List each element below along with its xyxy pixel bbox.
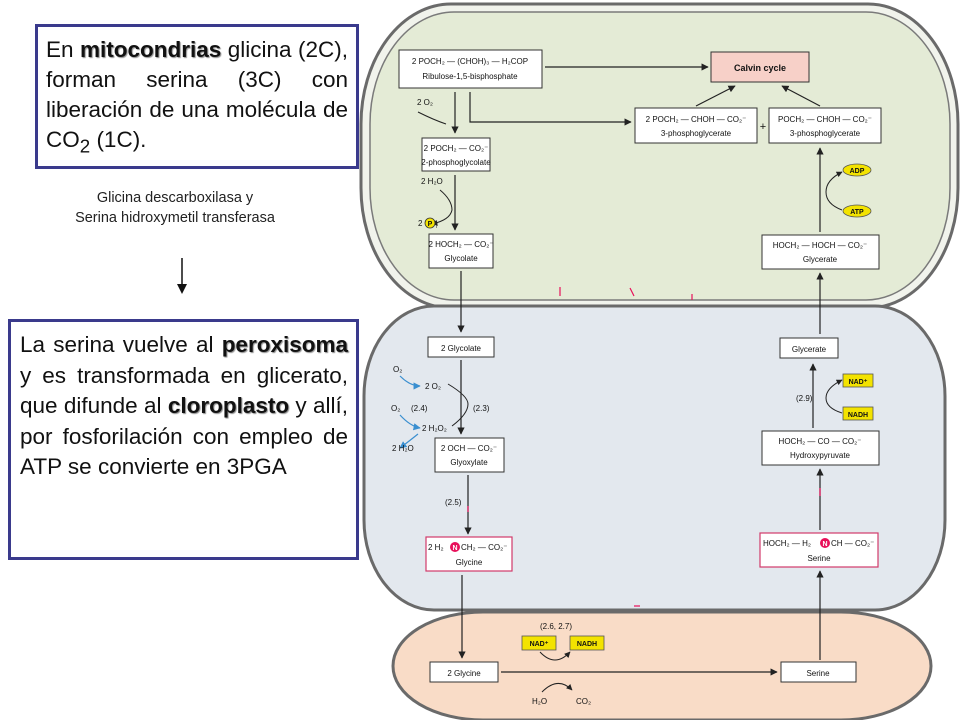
rubp-name: Ribulose-1,5-bisphosphate <box>422 72 518 81</box>
hydroxypyruvate-box: HOCH₂ — CO — CO₂⁻ Hydroxypyruvate <box>761 430 880 466</box>
nad-badge-peroxisome: NAD⁺ <box>842 373 874 388</box>
glycolate-formula: 2 HOCH₂ — CO₂⁻ <box>428 240 493 249</box>
o2-b-label: O₂ <box>391 404 400 413</box>
serine-box-peroxisome: HOCH₂ — H₂ N CH — CO₂⁻ Serine <box>759 532 879 568</box>
glyoxylate-box: 2 OCH — CO₂⁻ Glyoxylate <box>434 437 505 473</box>
serine-mito-label: Serine <box>806 669 830 678</box>
glyoxylate-name: Glyoxylate <box>450 458 488 467</box>
glycine-nitrogen: N <box>452 545 457 552</box>
glycine-formula-end: CH₂ — CO₂⁻ <box>461 543 507 552</box>
atp-label: ATP <box>850 209 864 216</box>
o2-a-label: O₂ <box>393 365 402 374</box>
note-bottom-text-3: y allí, por fosforilación con empleo de … <box>20 393 348 479</box>
h2o2-label: 2 H₂O₂ <box>422 424 447 433</box>
nadh-peroxisome-label: NADH <box>848 412 868 419</box>
pga1-name: 3-phosphoglycerate <box>661 129 732 138</box>
pga-box-1: 2 POCH₂ — CHOH — CO₂⁻ 3-phosphoglycerate <box>634 107 758 144</box>
down-arrow-icon <box>177 258 187 294</box>
pg-formula: 2 POCH₂ — CO₂⁻ <box>424 144 489 153</box>
glycerate-formula: HOCH₂ — HOCH — CO₂⁻ <box>773 241 867 250</box>
peroxisoma-keyword: peroxisoma <box>221 332 348 357</box>
serine-formula-end: CH — CO₂⁻ <box>831 539 874 548</box>
pga1-formula: 2 POCH₂ — CHOH — CO₂⁻ <box>646 115 747 124</box>
enzyme-caption-line-2: Serina hidroxymetil transferasa <box>75 210 275 226</box>
enzyme-2-6-2-7: (2.6, 2.7) <box>540 622 572 631</box>
co2-mito-label: CO₂ <box>576 697 591 706</box>
note-top-text-3: (1C). <box>90 127 147 152</box>
nad-mito-label: NAD⁺ <box>530 641 549 648</box>
note-top-text-2: glicina (2C), forman serina (3C) con lib… <box>46 37 348 152</box>
note-top-subscript: 2 <box>79 135 91 157</box>
hp-formula: HOCH₂ — CO — CO₂⁻ <box>779 437 862 446</box>
pi-badge: P i <box>424 217 437 230</box>
nad-peroxisome-label: NAD⁺ <box>849 379 868 386</box>
adp-label: ADP <box>850 168 865 175</box>
enzyme-caption: Glicina descarboxilasa y Serina hidroxym… <box>20 188 330 228</box>
note-top-text-1: En <box>46 37 80 62</box>
glycolate-box-peroxisome: 2 Glycolate <box>427 336 495 358</box>
calvin-cycle-box: Calvin cycle <box>710 51 810 83</box>
glycine-name: Glycine <box>456 558 483 567</box>
pi-count: 2 <box>418 219 423 228</box>
glycerate-peroxisome-label: Glycerate <box>792 345 827 354</box>
atp-badge: ATP <box>842 204 872 218</box>
serine-formula-start: HOCH₂ — H₂ <box>763 539 811 548</box>
glycolate-box-chloroplast: 2 HOCH₂ — CO₂⁻ Glycolate <box>428 233 494 269</box>
cloroplasto-keyword: cloroplasto <box>167 393 290 418</box>
pga2-formula: POCH₂ — CHOH — CO₂⁻ <box>778 115 872 124</box>
glycine-box-mito: 2 Glycine <box>429 661 499 683</box>
membrane-marks <box>467 287 821 607</box>
glycerate-box-peroxisome: Glycerate <box>779 337 839 359</box>
pi-label: P <box>428 221 433 228</box>
glycolate-name: Glycolate <box>444 254 478 263</box>
pga2-name: 3-phosphoglycerate <box>790 129 861 138</box>
mitochondria-note: En mitocondrias glicina (2C), forman ser… <box>35 24 359 169</box>
glycine-mito-label: 2 Glycine <box>447 669 481 678</box>
glyoxylate-formula: 2 OCH — CO₂⁻ <box>441 444 497 453</box>
hp-name: Hydroxypyruvate <box>790 451 851 460</box>
glycerate-box-chloroplast: HOCH₂ — HOCH — CO₂⁻ Glycerate <box>761 234 880 270</box>
h2o-mito-label: H₂O <box>532 697 547 706</box>
note-bottom-text-2: y es transformada en glicerato, que difu… <box>20 362 348 419</box>
enzyme-2-5: (2.5) <box>445 498 462 507</box>
h2o-label: 2 H₂O <box>421 177 443 186</box>
enzyme-2-9: (2.9) <box>796 394 813 403</box>
serine-name: Serine <box>807 554 831 563</box>
h2o-peroxisome-label: 2 H₂O <box>392 444 414 453</box>
adp-badge: ADP <box>842 163 872 177</box>
glycerate-name: Glycerate <box>803 255 838 264</box>
glycine-formula-start: 2 H₂ <box>428 543 444 552</box>
nadh-mito-label: NADH <box>577 641 597 648</box>
glycolate-peroxisome-label: 2 Glycolate <box>441 344 482 353</box>
mitocondrias-keyword: mitocondrias <box>80 37 222 62</box>
peroxisome-note: La serina vuelve al peroxisoma y es tran… <box>8 319 359 560</box>
two-o2-label: 2 O₂ <box>425 382 441 391</box>
pga-box-2: POCH₂ — CHOH — CO₂⁻ 3-phosphoglycerate <box>768 107 882 144</box>
nad-badge-mito: NAD⁺ <box>521 635 557 651</box>
pg-name: 2-phosphoglycolate <box>421 158 491 167</box>
rubp-formula: 2 POCH₂ — (CHOH)₃ — H₂COP <box>412 57 528 66</box>
enzyme-caption-line-1: Glicina descarboxilasa y <box>96 190 254 206</box>
plus-sign: + <box>760 121 766 133</box>
o2-label: 2 O₂ <box>417 98 433 107</box>
serine-nitrogen: N <box>822 541 827 548</box>
enzyme-2-3: (2.3) <box>473 404 490 413</box>
pi-subscript: i <box>436 224 437 230</box>
serine-box-mito: Serine <box>780 661 857 683</box>
phosphoglycolate-box: 2 POCH₂ — CO₂⁻ 2-phosphoglycolate <box>421 137 491 172</box>
enzyme-2-4: (2.4) <box>411 404 428 413</box>
glycine-box: 2 H₂ N CH₂ — CO₂⁻ Glycine <box>425 536 513 572</box>
nadh-badge-peroxisome: NADH <box>842 406 874 421</box>
note-bottom-text-1: La serina vuelve al <box>20 332 222 357</box>
calvin-cycle-label: Calvin cycle <box>734 63 786 73</box>
nadh-badge-mito: NADH <box>569 635 605 651</box>
rubp-box: 2 POCH₂ — (CHOH)₃ — H₂COP Ribulose-1,5-b… <box>398 49 543 89</box>
